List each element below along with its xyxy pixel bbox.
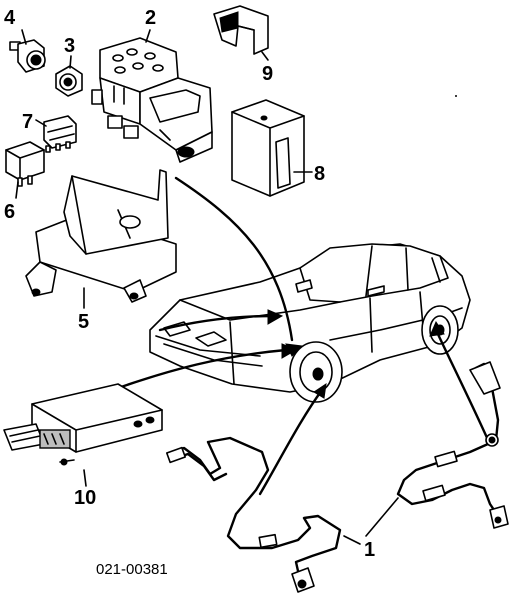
callout-7: 7	[22, 111, 33, 133]
callout-2: 2	[145, 7, 156, 29]
callout-4: 4	[4, 7, 16, 29]
callout-8: 8	[314, 163, 325, 185]
leader-9	[261, 51, 269, 61]
leader-4	[21, 29, 27, 45]
part-9-bracket[interactable]	[213, 5, 269, 55]
leader-1b	[365, 497, 399, 537]
diagram-reference-code: 021-00381	[96, 561, 168, 578]
callout-6: 6	[4, 201, 15, 223]
leader-1a	[343, 535, 361, 545]
part-7-connector[interactable]	[43, 115, 77, 153]
leader-2	[145, 29, 151, 43]
part-10-control-unit[interactable]	[3, 383, 163, 466]
part-4-bushing[interactable]	[9, 39, 46, 73]
callout-1: 1	[364, 539, 375, 561]
callout-10: 10	[74, 487, 96, 509]
location-arrows	[116, 176, 490, 496]
callout-9: 9	[262, 63, 273, 85]
callout-3: 3	[64, 35, 75, 57]
leader-7	[35, 119, 47, 127]
part-2-abs-modulator[interactable]	[91, 37, 213, 163]
margin-dot	[455, 95, 457, 97]
part-8-control-module[interactable]	[231, 99, 305, 197]
leader-10	[83, 469, 87, 487]
vehicle-illustration	[149, 243, 471, 403]
part-1-wheel-speed-sensors[interactable]	[165, 361, 509, 593]
leader-3	[69, 55, 72, 69]
callout-5: 5	[78, 311, 89, 333]
part-6-relay[interactable]	[5, 141, 45, 187]
leader-6	[15, 181, 19, 199]
part-3-bushing[interactable]	[55, 65, 83, 97]
part-5-mounting-bracket[interactable]	[25, 169, 177, 303]
